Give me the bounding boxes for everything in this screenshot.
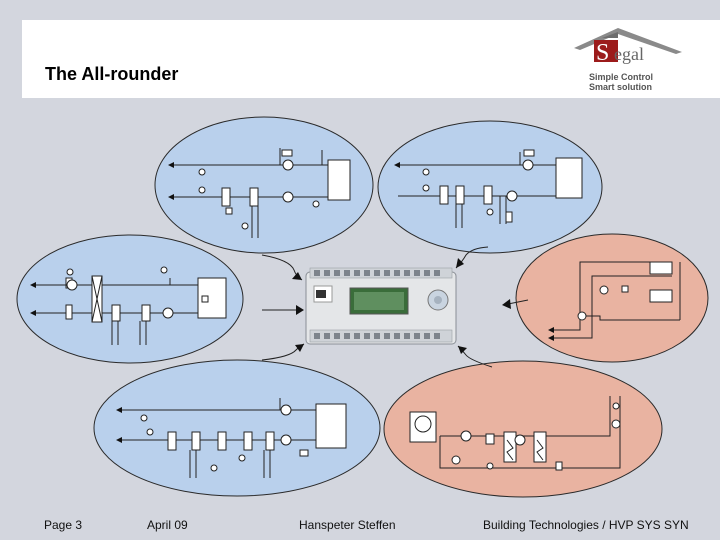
ellipse-ahu-bottom-left <box>93 359 381 497</box>
svg-text:egal: egal <box>614 44 644 64</box>
logo-brand: S <box>596 40 609 66</box>
logo-tagline-1: Simple Control <box>589 72 654 82</box>
segal-logo: S egal <box>574 28 682 66</box>
ellipse-ahu-top-left <box>154 116 374 254</box>
system-diagram <box>16 116 709 498</box>
logo-tagline-2: Smart solution <box>589 82 653 92</box>
controller-device <box>305 267 457 345</box>
arrow-mid-right <box>507 299 529 305</box>
slide-title: The All-rounder <box>45 64 179 84</box>
footer-author: Hanspeter Steffen <box>299 518 396 532</box>
footer-page: Page 3 <box>44 518 83 532</box>
ellipse-ahu-mid-left <box>16 234 244 364</box>
footer-department: Building Technologies / HVP SYS SYN <box>483 518 689 532</box>
footer-date: April 09 <box>147 518 188 532</box>
ellipse-hydronic-mid-right <box>515 233 709 363</box>
logo-red-block <box>594 40 618 62</box>
